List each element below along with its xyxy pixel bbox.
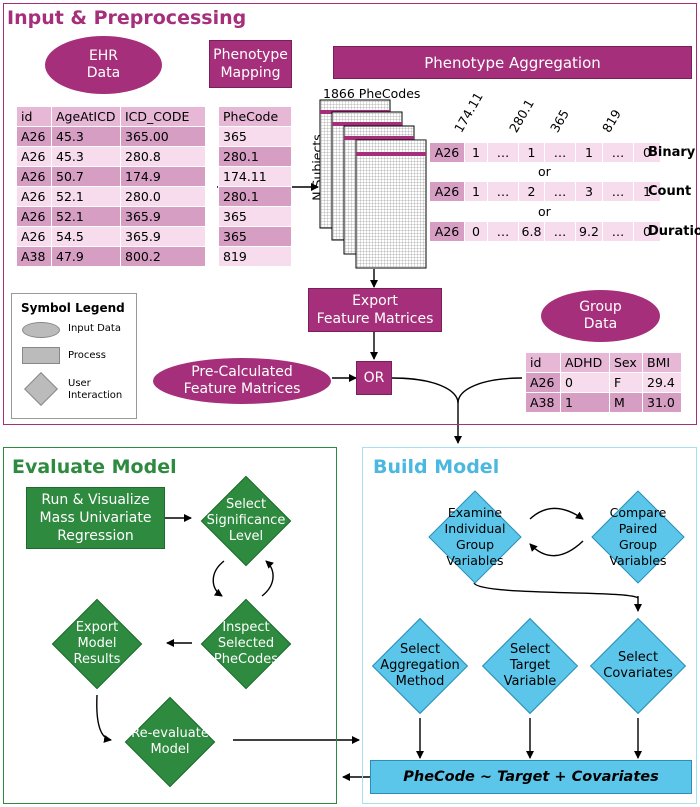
duration-label: Duration	[648, 224, 700, 239]
group-data-input: Group Data	[541, 290, 660, 342]
select-significance-decision[interactable]: Select Significance Level	[191, 475, 301, 567]
table-row: 365	[218, 126, 292, 147]
select-target-decision[interactable]: Select Target Variable	[475, 613, 585, 718]
legend-user-label: User Interaction	[68, 378, 123, 401]
phecode-table: PheCode 365 280.1 174.11 280.1 365 365 8…	[218, 106, 292, 267]
export-feature-matrices-process: Export Feature Matrices	[308, 288, 442, 332]
merge-or-path	[391, 377, 459, 404]
reevaluate-model-decision[interactable]: Re-evaluate Model	[115, 696, 225, 788]
export-results-decision[interactable]: Export Model Results	[42, 598, 152, 690]
table-row: 365	[218, 206, 292, 227]
compare-variables-decision[interactable]: Compare Paired Group Variables	[583, 487, 693, 587]
precalculated-matrices-input: Pre-Calculated Feature Matrices	[153, 358, 331, 404]
arrow-significance-to-inspect	[212, 560, 225, 597]
legend-diamond-icon	[24, 372, 58, 406]
ehr-data-input: EHR Data	[45, 36, 162, 94]
symbol-legend: Symbol Legend Input Data Process User In…	[11, 293, 137, 419]
panel-title: Input & Preprocessing	[7, 7, 247, 29]
table-row: 819	[218, 246, 292, 267]
duration-vector: A26 0 … 6.8 … 9.2 … 0	[430, 222, 661, 241]
examine-variables-decision[interactable]: Examine Individual Group Variables	[420, 487, 530, 587]
or-text: or	[538, 164, 551, 179]
select-covariates-decision[interactable]: Select Covariates	[583, 613, 693, 718]
phenotype-aggregation-process: Phenotype Aggregation	[333, 46, 692, 79]
feature-matrix-stack	[319, 99, 427, 269]
legend-process-label: Process	[68, 350, 106, 361]
legend-title: Symbol Legend	[21, 301, 125, 315]
legend-rect-icon	[22, 347, 60, 364]
run-regression-process: Run & Visualize Mass Univariate Regressi…	[26, 487, 165, 549]
or-text: or	[538, 204, 551, 219]
matrix-layer-4	[355, 139, 427, 269]
arrow-examine-to-compare	[529, 507, 584, 520]
arrow-export-to-reevaluate	[96, 694, 112, 743]
count-vector: A26 1 … 2 … 3 … 1	[430, 182, 661, 201]
table-row: 280.1	[218, 186, 292, 207]
select-aggregation-decision[interactable]: Select Aggregation Method	[365, 613, 475, 718]
phenotype-mapping-process: Phenotype Mapping	[209, 40, 292, 88]
table-row: 280.1	[218, 146, 292, 167]
table-row: 365	[218, 226, 292, 247]
panel-title: Evaluate Model	[12, 456, 177, 478]
legend-ellipse-icon	[22, 322, 60, 338]
table-row: 174.11	[218, 166, 292, 187]
matrix-cols-label: 1866 PheCodes	[323, 86, 421, 101]
binary-vector: A26 1 … 1 … 1 … 0	[430, 143, 661, 162]
path-examine-to-covariates	[473, 582, 639, 599]
merge-group-path	[457, 377, 523, 404]
arrow-inspect-to-significance	[261, 560, 274, 597]
or-process: OR	[356, 361, 392, 395]
evaluate-model-panel: Evaluate Model	[3, 447, 337, 804]
model-formula-process: PheCode ~ Target + Covariates	[370, 760, 692, 794]
binary-label: Binary	[648, 145, 696, 160]
build-model-panel: Build Model	[362, 447, 697, 804]
inspect-phecodes-decision[interactable]: Inspect Selected PheCodes	[191, 598, 301, 690]
input-preprocessing-panel: Input & Preprocessing	[3, 3, 697, 425]
arrow-compare-to-examine	[529, 540, 584, 557]
panel-title: Build Model	[373, 456, 500, 478]
legend-input-label: Input Data	[68, 323, 121, 334]
count-label: Count	[648, 184, 692, 199]
